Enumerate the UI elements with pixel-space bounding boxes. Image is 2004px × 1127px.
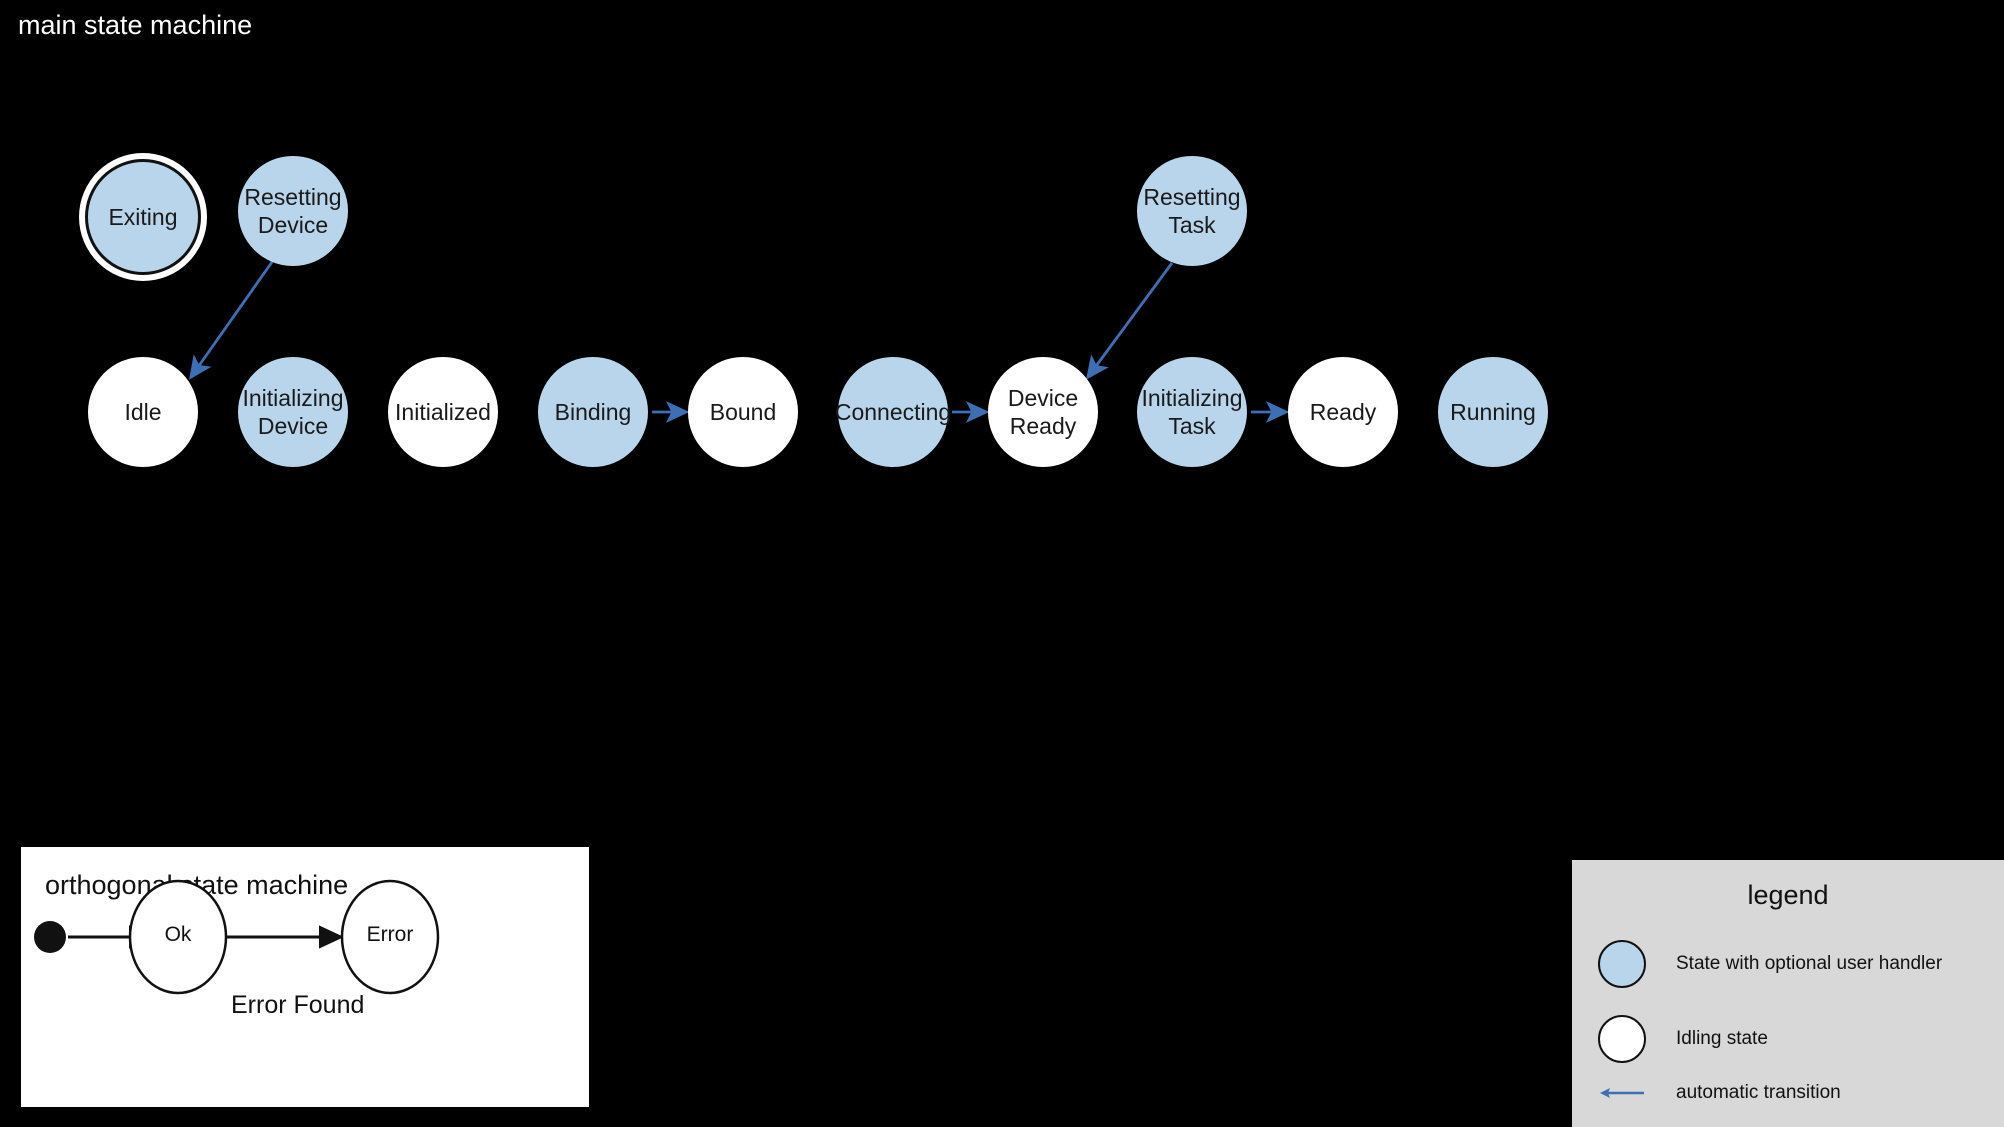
orthogonal-graph bbox=[34, 879, 440, 995]
state-node-label: Idle bbox=[124, 399, 162, 425]
state-node-initializing-task[interactable]: Initializing Task bbox=[1137, 357, 1247, 467]
legend-idling-state-label: Idling state bbox=[1676, 1028, 1768, 1049]
state-node-label: Exiting bbox=[108, 204, 178, 230]
state-node-label: Binding bbox=[554, 399, 632, 425]
state-node-label: Resetting Task bbox=[1143, 184, 1241, 238]
transition-resetting-device-to-idle bbox=[189, 261, 274, 380]
legend-panel: legend State with optional user handler … bbox=[1572, 860, 2004, 1127]
state-node-resetting-device[interactable]: Resetting Device bbox=[238, 156, 348, 266]
state-node-label: Connecting bbox=[834, 399, 952, 425]
state-node-bound[interactable]: Bound bbox=[688, 357, 798, 467]
blue-circle-icon bbox=[1598, 940, 1646, 988]
white-circle-icon bbox=[1598, 1015, 1646, 1063]
ortho-state-ok-label: Ok bbox=[164, 923, 192, 946]
state-node-ready[interactable]: Ready bbox=[1288, 357, 1398, 467]
state-node-resetting-task[interactable]: Resetting Task bbox=[1137, 156, 1247, 266]
state-node-connecting[interactable]: Connecting bbox=[834, 357, 952, 467]
ortho-state-error[interactable] bbox=[340, 879, 440, 995]
state-node-label: Initialized bbox=[395, 399, 491, 425]
legend-row-auto-transition: automatic transition bbox=[1598, 1082, 1841, 1104]
transition-resetting-task-to-device-ready bbox=[1086, 262, 1174, 380]
state-node-label: Resetting Device bbox=[244, 184, 342, 238]
legend-auto-transition-label: automatic transition bbox=[1676, 1082, 1841, 1103]
orthogonal-state-machine-panel: orthogonal state machine Ok Error Error … bbox=[21, 847, 589, 1107]
state-node-label: Device Ready bbox=[1007, 385, 1079, 439]
initial-state-dot bbox=[34, 921, 66, 953]
ortho-state-ok[interactable] bbox=[128, 879, 228, 995]
ortho-transition-label-error-found: Error Found bbox=[231, 991, 365, 1019]
legend-row-handler-state: State with optional user handler bbox=[1598, 940, 1942, 988]
page-title: main state machine bbox=[18, 10, 253, 40]
state-node-exiting[interactable]: Exiting bbox=[85, 159, 201, 275]
state-node-label: Bound bbox=[709, 399, 777, 425]
state-node-label: Initializing Task bbox=[1141, 385, 1243, 439]
state-node-running[interactable]: Running bbox=[1438, 357, 1548, 467]
state-node-binding[interactable]: Binding bbox=[538, 357, 648, 467]
blue-arrow-left-icon bbox=[1600, 1088, 1644, 1098]
legend-handler-state-label: State with optional user handler bbox=[1676, 953, 1943, 974]
state-node-initializing-device[interactable]: Initializing Device bbox=[238, 357, 348, 467]
state-node-label: Running bbox=[1450, 399, 1536, 425]
state-node-label: Initializing Device bbox=[242, 385, 344, 439]
legend-title: legend bbox=[1747, 880, 1829, 910]
ortho-state-error-label: Error bbox=[366, 923, 414, 946]
state-node-initialized[interactable]: Initialized bbox=[388, 357, 498, 467]
state-node-idle[interactable]: Idle bbox=[88, 357, 198, 467]
legend-row-idling-state: Idling state bbox=[1598, 1015, 1768, 1063]
state-node-label: Ready bbox=[1309, 399, 1377, 425]
state-node-device-ready[interactable]: Device Ready bbox=[988, 357, 1098, 467]
